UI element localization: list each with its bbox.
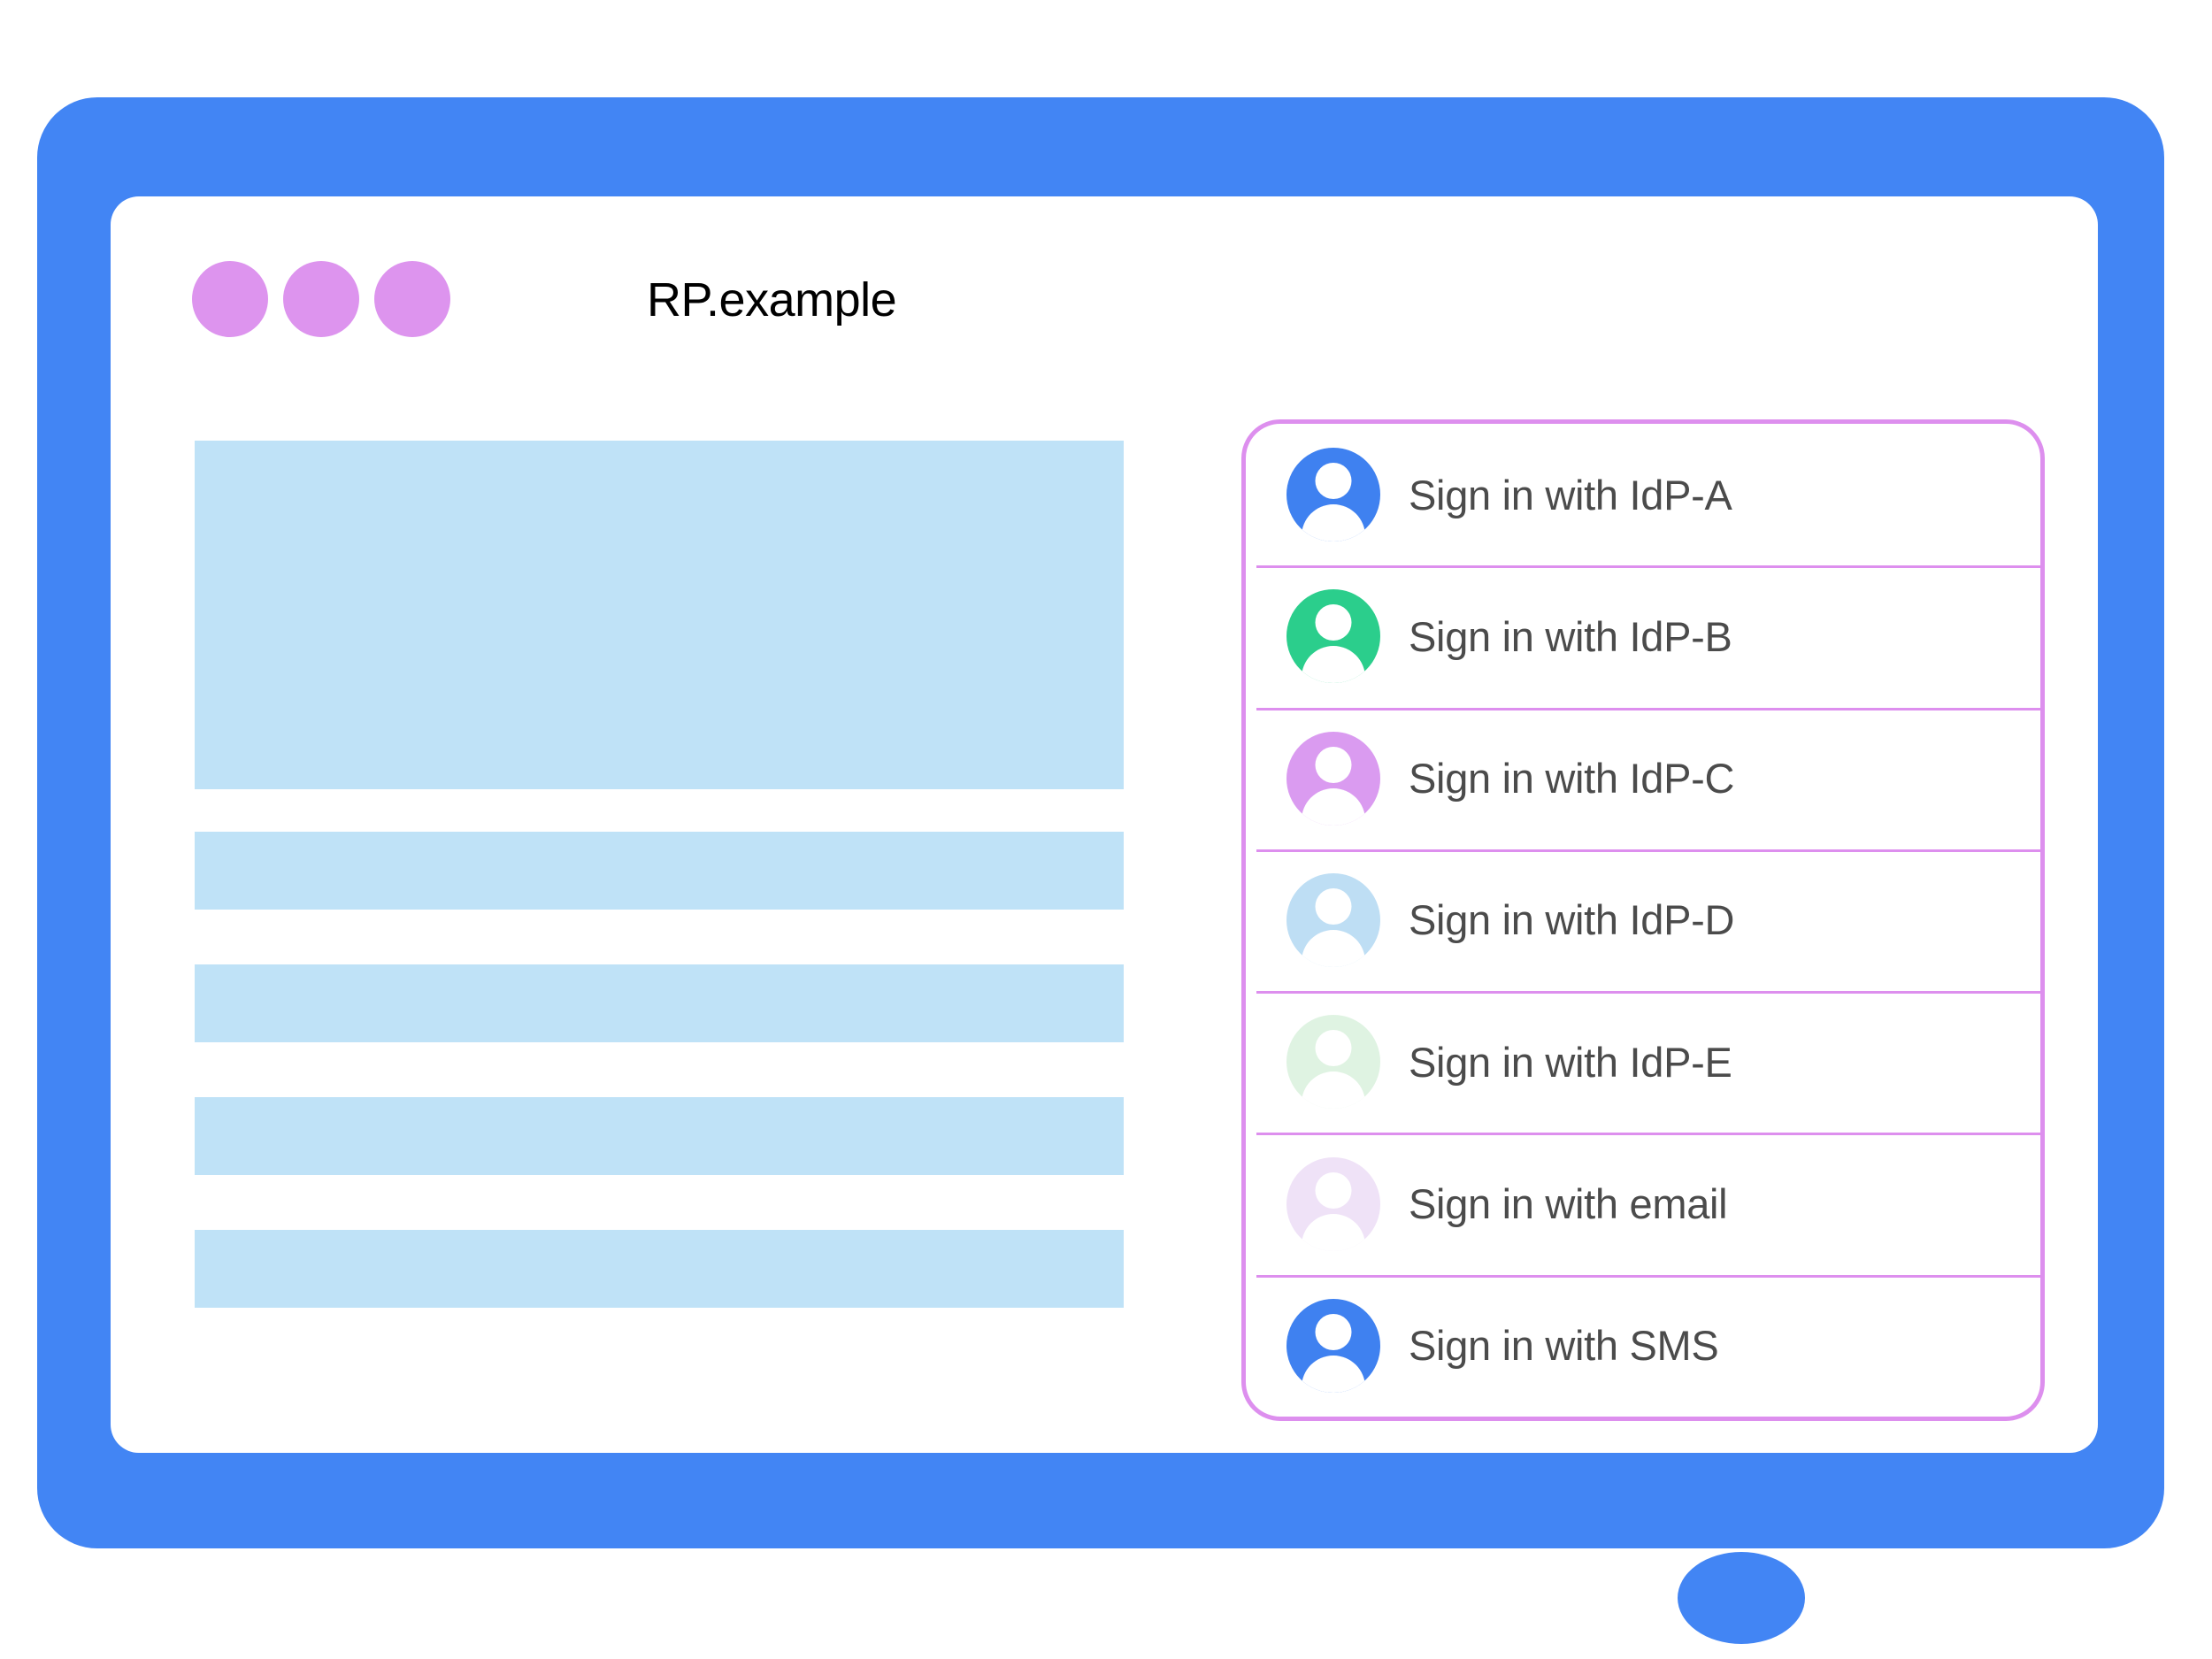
- account-avatar-icon: [1286, 1298, 1380, 1393]
- account-row[interactable]: Sign in with SMS: [1246, 1274, 2040, 1417]
- account-row-label: Sign in with IdP-E: [1409, 1038, 1732, 1086]
- text-bar-placeholder-1: [195, 832, 1124, 910]
- account-avatar-icon: [1286, 1156, 1380, 1251]
- account-row[interactable]: Sign in with IdP-B: [1246, 565, 2040, 707]
- account-row-label: Sign in with IdP-D: [1409, 896, 1735, 944]
- text-bar-placeholder-4: [195, 1230, 1124, 1308]
- account-avatar-icon: [1286, 1015, 1380, 1110]
- account-row-label: Sign in with SMS: [1409, 1322, 1719, 1370]
- frame-bottom-gap-right: [1805, 1548, 1846, 1647]
- text-bar-placeholder-2: [195, 964, 1124, 1042]
- account-row-label: Sign in with email: [1409, 1180, 1728, 1228]
- window-dot-2-icon[interactable]: [283, 261, 359, 337]
- account-row[interactable]: Sign in with email: [1246, 1133, 2040, 1274]
- page-title: RP.example: [647, 273, 897, 326]
- account-row-label: Sign in with IdP-A: [1409, 471, 1732, 518]
- account-row-label: Sign in with IdP-B: [1409, 612, 1732, 660]
- account-row-label: Sign in with IdP-C: [1409, 755, 1735, 803]
- text-bar-placeholder-3: [195, 1097, 1124, 1175]
- window-dot-1-icon[interactable]: [192, 261, 268, 337]
- home-button[interactable]: [1678, 1552, 1805, 1644]
- page-content-placeholders: [195, 441, 1124, 1308]
- account-avatar-icon: [1286, 589, 1380, 684]
- frame-bottom-gap-left: [1637, 1548, 1678, 1647]
- account-avatar-icon: [1286, 731, 1380, 826]
- account-row[interactable]: Sign in with IdP-A: [1246, 424, 2040, 565]
- account-row[interactable]: Sign in with IdP-E: [1246, 991, 2040, 1133]
- account-row[interactable]: Sign in with IdP-C: [1246, 707, 2040, 849]
- account-avatar-icon: [1286, 872, 1380, 967]
- hero-placeholder: [195, 441, 1124, 789]
- browser-title-bar: RP.example: [111, 196, 2098, 337]
- account-avatar-icon: [1286, 448, 1380, 542]
- account-list: Sign in with IdP-A Sign in with IdP-B Sign…: [1246, 424, 2040, 1417]
- window-dot-3-icon[interactable]: [374, 261, 450, 337]
- account-chooser-panel: Sign in with IdP-A Sign in with IdP-B Sign…: [1241, 419, 2045, 1421]
- account-row[interactable]: Sign in with IdP-D: [1246, 849, 2040, 991]
